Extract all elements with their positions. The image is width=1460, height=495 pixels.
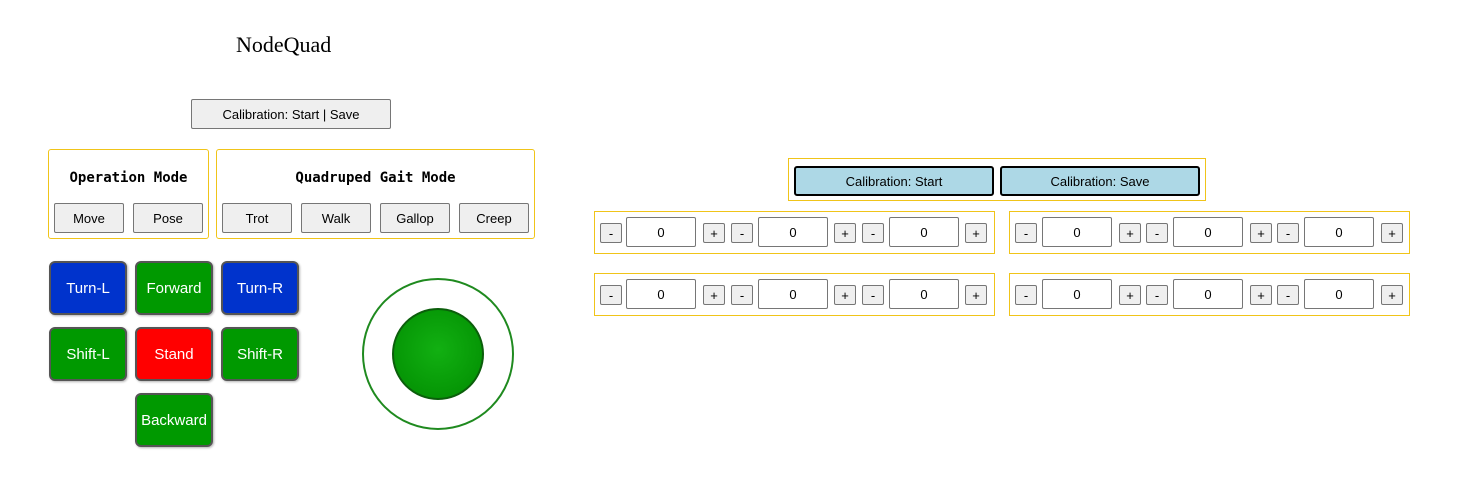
gallop-button[interactable]: Gallop <box>380 203 450 233</box>
increment-button[interactable]: + <box>1119 223 1141 243</box>
leg-panel-3: - + - + - + <box>594 273 995 316</box>
calibration-toggle-button[interactable]: Calibration: Start | Save <box>191 99 391 129</box>
servo-value-input[interactable] <box>1173 279 1243 309</box>
leg-panel-1: - + - + - + <box>594 211 995 254</box>
increment-button[interactable]: + <box>703 285 725 305</box>
walk-button[interactable]: Walk <box>301 203 371 233</box>
decrement-button[interactable]: - <box>1277 223 1299 243</box>
shift-left-button[interactable]: Shift-L <box>49 327 127 381</box>
servo-value-input[interactable] <box>1173 217 1243 247</box>
increment-button[interactable]: + <box>1119 285 1141 305</box>
servo-value-input[interactable] <box>758 279 828 309</box>
servo-value-input[interactable] <box>1042 217 1112 247</box>
leg-panel-2: - + - + - + <box>1009 211 1410 254</box>
servo-value-input[interactable] <box>1304 217 1374 247</box>
calibration-panel: Calibration: Start Calibration: Save <box>788 158 1206 201</box>
servo-value-input[interactable] <box>1304 279 1374 309</box>
increment-button[interactable]: + <box>1250 285 1272 305</box>
servo-value-input[interactable] <box>1042 279 1112 309</box>
decrement-button[interactable]: - <box>1146 285 1168 305</box>
move-button[interactable]: Move <box>54 203 124 233</box>
servo-value-input[interactable] <box>626 279 696 309</box>
increment-button[interactable]: + <box>965 223 987 243</box>
servo-value-input[interactable] <box>758 217 828 247</box>
turn-left-button[interactable]: Turn-L <box>49 261 127 315</box>
decrement-button[interactable]: - <box>1146 223 1168 243</box>
pose-button[interactable]: Pose <box>133 203 203 233</box>
increment-button[interactable]: + <box>965 285 987 305</box>
decrement-button[interactable]: - <box>600 285 622 305</box>
increment-button[interactable]: + <box>1381 223 1403 243</box>
decrement-button[interactable]: - <box>600 223 622 243</box>
servo-value-input[interactable] <box>889 217 959 247</box>
increment-button[interactable]: + <box>834 285 856 305</box>
decrement-button[interactable]: - <box>1015 285 1037 305</box>
decrement-button[interactable]: - <box>731 223 753 243</box>
leg-panel-4: - + - + - + <box>1009 273 1410 316</box>
backward-button[interactable]: Backward <box>135 393 213 447</box>
servo-value-input[interactable] <box>889 279 959 309</box>
calibration-save-button[interactable]: Calibration: Save <box>1000 166 1200 196</box>
gait-mode-panel: Quadruped Gait Mode Trot Walk Gallop Cre… <box>216 149 535 239</box>
stand-button[interactable]: Stand <box>135 327 213 381</box>
joystick-ring[interactable] <box>362 278 514 430</box>
increment-button[interactable]: + <box>1250 223 1272 243</box>
trot-button[interactable]: Trot <box>222 203 292 233</box>
decrement-button[interactable]: - <box>731 285 753 305</box>
page-title: NodeQuad <box>236 32 332 57</box>
increment-button[interactable]: + <box>834 223 856 243</box>
gait-mode-title: Quadruped Gait Mode <box>295 170 456 186</box>
decrement-button[interactable]: - <box>1015 223 1037 243</box>
forward-button[interactable]: Forward <box>135 261 213 315</box>
decrement-button[interactable]: - <box>1277 285 1299 305</box>
turn-right-button[interactable]: Turn-R <box>221 261 299 315</box>
joystick-knob[interactable] <box>392 308 484 400</box>
servo-value-input[interactable] <box>626 217 696 247</box>
increment-button[interactable]: + <box>703 223 725 243</box>
increment-button[interactable]: + <box>1381 285 1403 305</box>
creep-button[interactable]: Creep <box>459 203 529 233</box>
calibration-start-button[interactable]: Calibration: Start <box>794 166 994 196</box>
decrement-button[interactable]: - <box>862 285 884 305</box>
shift-right-button[interactable]: Shift-R <box>221 327 299 381</box>
decrement-button[interactable]: - <box>862 223 884 243</box>
operation-mode-title: Operation Mode <box>69 170 188 186</box>
operation-mode-panel: Operation Mode Move Pose <box>48 149 209 239</box>
